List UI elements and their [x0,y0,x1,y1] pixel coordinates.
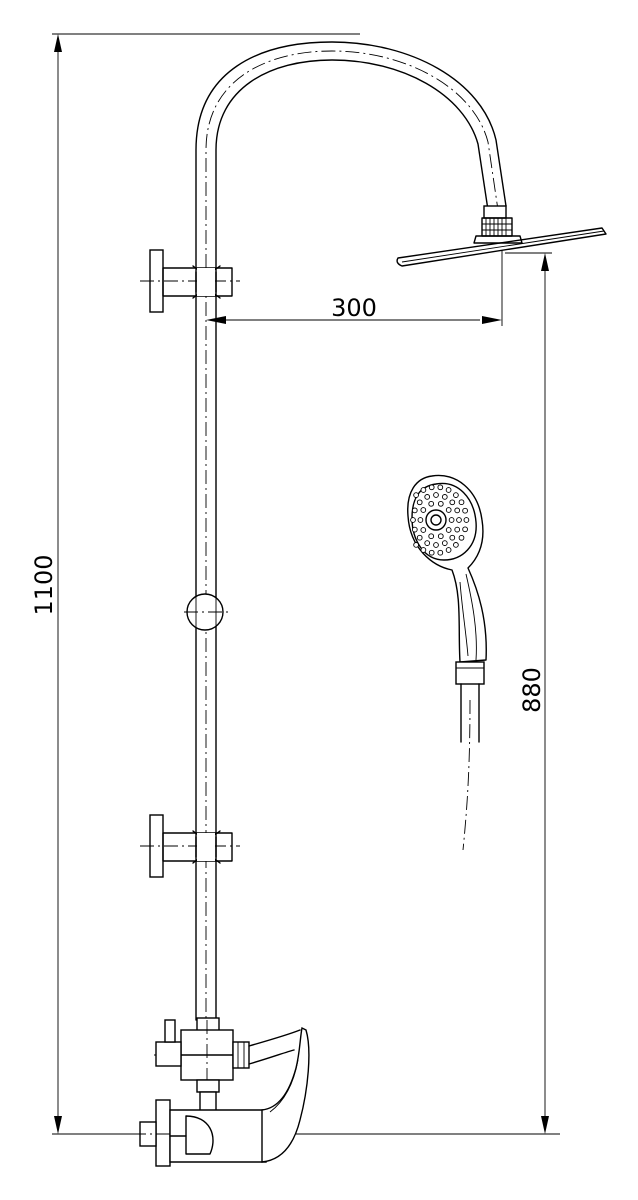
nozzle [433,542,439,548]
nozzle [428,500,435,507]
dimension-label-total-height: 1100 [30,554,58,615]
nozzle [437,484,444,491]
hand-shower-nozzles [410,484,470,556]
dimension-arm-reach: 300 [206,250,503,326]
nozzle [449,534,456,541]
nozzle [445,487,452,493]
nozzle [463,517,470,523]
nozzle [454,507,461,514]
shower-head-connector [473,205,523,244]
nozzle [453,492,459,498]
dimension-head-height: 880 [505,252,552,1134]
nozzle [458,534,465,541]
wall-bracket-upper [140,249,240,313]
nozzle [462,507,468,514]
nozzle [456,517,462,523]
nozzle [454,526,461,533]
nozzle [424,494,431,500]
hose-connection [248,1029,301,1065]
nozzle [413,492,419,498]
dimension-label-head-height: 880 [518,667,546,713]
nozzle [448,517,455,523]
nozzle [441,494,448,500]
nozzle [411,507,418,514]
nozzle [416,534,423,541]
dimension-total-height: 1100 [30,33,560,1135]
nozzle [420,507,427,513]
nozzle [410,517,416,523]
nozzle [417,517,424,523]
nozzle [458,499,465,506]
nozzle [462,526,468,533]
riser-pipe [195,41,507,1060]
wall-bracket-lower [140,814,240,878]
nozzle [428,549,435,556]
nozzle [453,542,459,548]
hand-shower-slider [184,593,228,631]
nozzle [433,492,439,498]
nozzle [437,533,444,540]
nozzle [437,500,444,507]
dimension-label-arm-reach: 300 [331,294,377,322]
nozzle [413,542,419,548]
nozzle [411,526,418,533]
hand-shower [407,474,487,851]
nozzle [445,507,452,513]
nozzle [437,549,444,556]
overhead-shower-head [396,227,607,267]
nozzle [428,484,435,491]
nozzle [445,527,452,533]
nozzle [420,547,427,553]
nozzle [445,547,452,553]
nozzle [420,487,427,493]
nozzle [428,533,435,540]
mixer-valve [132,1026,560,1167]
nozzle [424,540,431,546]
diverter [154,1017,250,1113]
nozzle [441,540,448,546]
nozzle [420,527,427,533]
nozzle [416,499,423,506]
nozzle [449,499,456,506]
